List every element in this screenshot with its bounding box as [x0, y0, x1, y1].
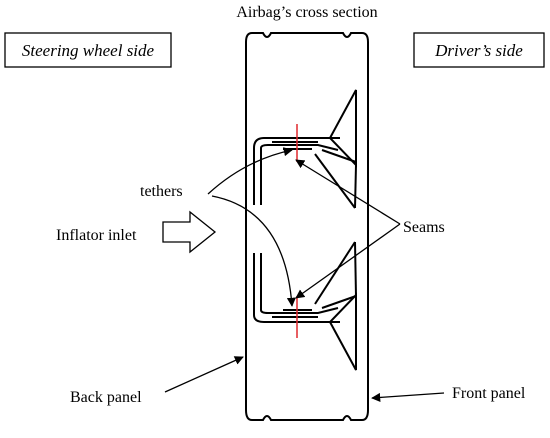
back-panel-line: [245, 32, 253, 421]
inflator-inlet-label: Inflator inlet: [56, 227, 137, 244]
front-panel-label: Front panel: [452, 385, 526, 402]
diagram-title: Airbag’s cross section: [236, 4, 377, 21]
airbag-outline: [245, 32, 369, 421]
seams-arrows: [295, 159, 401, 299]
drivers-side-box: Driver’s side: [413, 32, 545, 68]
front-panel-line: [361, 32, 369, 421]
top-edge: [252, 32, 362, 38]
back-panel-arrow: [164, 356, 244, 393]
drivers-side-label: Driver’s side: [434, 41, 523, 60]
front-panel-arrow: [371, 392, 445, 402]
tethers-arrows: [207, 147, 296, 307]
steering-wheel-side-label: Steering wheel side: [22, 41, 155, 60]
upper-tether-assembly: [253, 89, 357, 209]
tethers-label: tethers: [140, 183, 183, 200]
lower-tether-assembly: [253, 241, 357, 371]
steering-wheel-side-box: Steering wheel side: [4, 32, 172, 68]
seams-label: Seams: [403, 219, 445, 236]
inflator-inlet-arrow: [162, 210, 217, 254]
back-panel-label: Back panel: [70, 389, 142, 406]
bottom-edge: [252, 415, 362, 421]
